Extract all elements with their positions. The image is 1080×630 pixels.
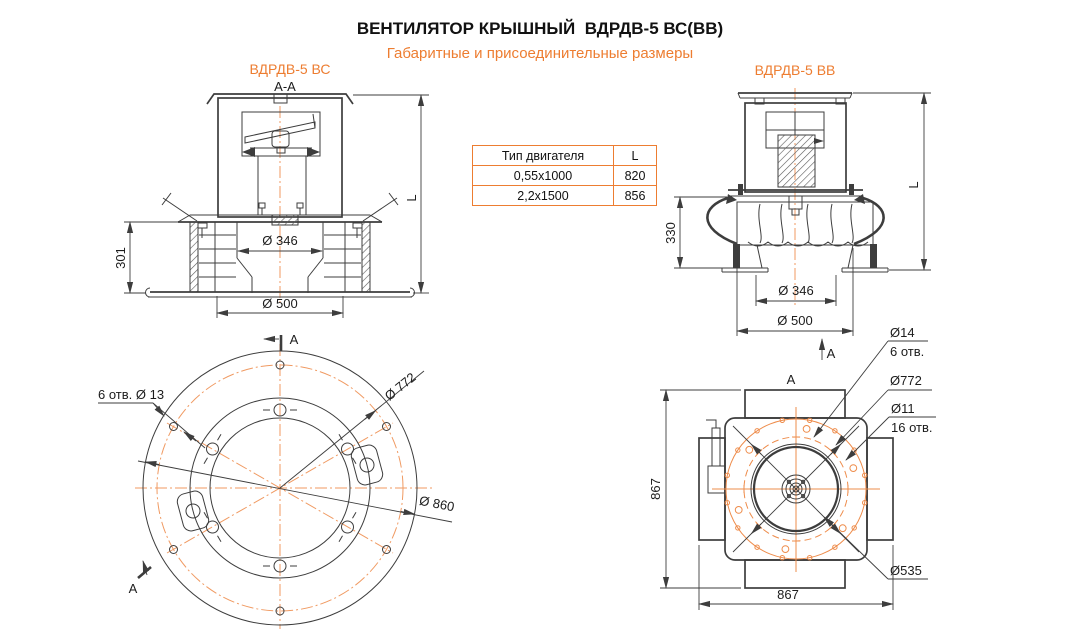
dim-d346-vc: Ø 346 (262, 233, 297, 248)
dim-d535: Ø535 (890, 563, 922, 578)
dim-330: 330 (663, 222, 678, 244)
label-vdrdv-5-vv: ВДРДВ-5 ВВ (754, 62, 836, 78)
view-vc-top: Ø 772 Ø 860 6 отв. Ø 13 A A (98, 332, 456, 629)
motor-type-cell: 2,2x1500 (472, 185, 614, 206)
motor-type-cell: 0,55x1000 (472, 165, 614, 186)
motor-table: Тип двигателя L 0,55x1000 820 2,2x1500 8… (472, 145, 657, 206)
dim-d772-vc: Ø 772 (382, 370, 419, 404)
dim-d11-holes: 16 отв. (891, 420, 933, 435)
motor-table-header-L: L (613, 145, 657, 166)
table-row: 2,2x1500 856 (472, 185, 657, 206)
section-arrow-a-vv: A (827, 346, 836, 361)
view-vc-front-section: A-A L 301 Ø 346 Ø 500 (113, 79, 429, 318)
section-mark-a-bottom: A (129, 581, 138, 596)
dim-d14: Ø14 (890, 325, 915, 340)
vc-bolt-holes (169, 360, 391, 616)
dim-d346-vv: Ø 346 (778, 283, 813, 298)
dim-L-vc: L (404, 194, 419, 201)
dim-d860-vc: Ø 860 (418, 493, 456, 514)
section-mark-a-vv-top: A (787, 372, 796, 387)
view-vv-front-section: 330 L Ø 346 Ø 500 A (663, 88, 931, 361)
dim-d500-vv: Ø 500 (777, 313, 812, 328)
dim-d772-vv: Ø772 (890, 373, 922, 388)
label-vdrdv-5-vc: ВДРДВ-5 ВС (249, 61, 331, 77)
dim-d11: Ø11 (891, 401, 915, 416)
page-subtitle: Габаритные и присоединительные размеры (386, 45, 694, 62)
dim-d500-vc: Ø 500 (262, 296, 297, 311)
section-mark-a-top: A (290, 332, 299, 347)
dim-301: 301 (113, 247, 128, 269)
dim-867-horizontal: 867 (777, 587, 799, 602)
dim-867-vertical: 867 (648, 478, 663, 500)
section-label-aa: A-A (274, 79, 296, 94)
motor-L-cell: 820 (613, 165, 657, 186)
motor-L-cell: 856 (613, 185, 657, 206)
page-title: ВЕНТИЛЯТОР КРЫШНЫЙ ВДРДВ-5 ВС(ВВ) (356, 19, 724, 38)
vv-hub-holes (786, 479, 806, 499)
table-row: 0,55x1000 820 (472, 165, 657, 186)
dim-L-vv: L (906, 181, 921, 188)
holes-label-vc: 6 отв. Ø 13 (98, 387, 164, 402)
view-vv-top: Ø14 6 отв. Ø772 Ø11 16 отв. Ø535 A 867 8… (648, 325, 936, 610)
dim-d14-holes: 6 отв. (890, 344, 924, 359)
